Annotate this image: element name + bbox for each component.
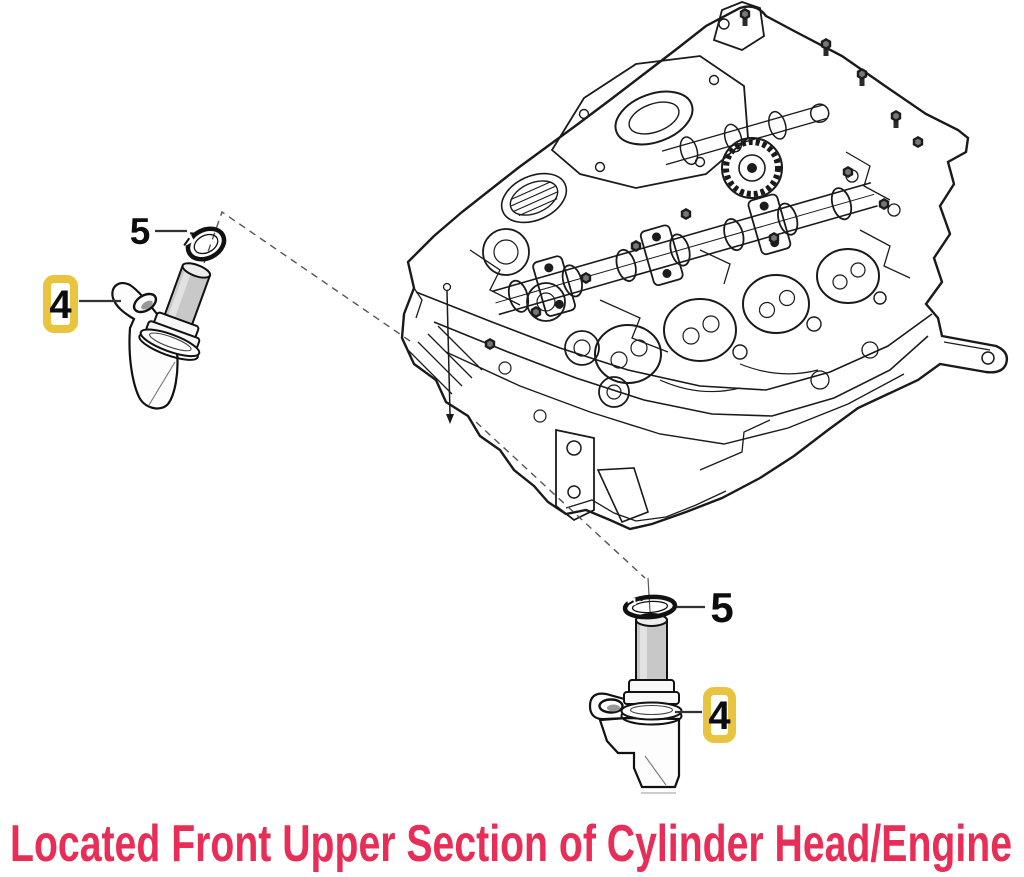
top-oring <box>182 226 227 262</box>
engine-left-bosses <box>482 228 630 408</box>
flange-ring <box>149 332 192 352</box>
engine-illustration <box>400 1 1009 531</box>
sensor-panel-line <box>644 755 667 786</box>
engine-detail-lines <box>469 151 911 471</box>
flange-disc <box>139 328 201 358</box>
bottom-sensor-label: 4 <box>708 694 731 738</box>
engine-oval-boss <box>500 172 568 224</box>
sensor-hole-shadow <box>141 300 153 310</box>
probe-highlight <box>167 270 192 320</box>
caption: Located Front Upper Section of Cylinder … <box>10 815 1012 873</box>
bottom-oring <box>622 594 678 620</box>
engine-ports <box>594 248 887 384</box>
probe-top-face <box>181 262 212 279</box>
engine-upper-camshaft <box>661 103 830 166</box>
sensor-panel-line <box>148 361 176 406</box>
top-sensor-highlight-box <box>43 275 78 333</box>
sensor-body <box>111 281 179 410</box>
bottom-camshaft-sensor <box>588 613 683 794</box>
top-oring-label: 5 <box>130 211 151 252</box>
engine-bolts <box>484 8 924 350</box>
top-sensor-label: 4 <box>49 283 72 327</box>
timing-sprocket <box>721 137 783 199</box>
sensor-body <box>598 716 681 789</box>
engine-outline <box>400 5 1009 531</box>
engine-stud <box>442 282 454 424</box>
bottom-oring-label: 5 <box>710 584 733 631</box>
engine-top-bracket <box>712 1 765 51</box>
sensor-hole-shadow <box>607 704 620 712</box>
top-camshaft-sensor <box>111 262 212 410</box>
engine-bottom-bracket <box>555 428 649 524</box>
engine-right-arm <box>943 341 995 365</box>
bottom-sensor-leader-dashed <box>475 421 646 579</box>
probe-highlight <box>640 624 647 680</box>
bottom-sensor-highlight-box <box>703 687 736 743</box>
top-sensor-leader-dashed <box>195 210 411 342</box>
engine-cover-plate <box>550 55 749 189</box>
engine-camshaft <box>491 182 878 317</box>
flange-ring <box>629 704 674 716</box>
